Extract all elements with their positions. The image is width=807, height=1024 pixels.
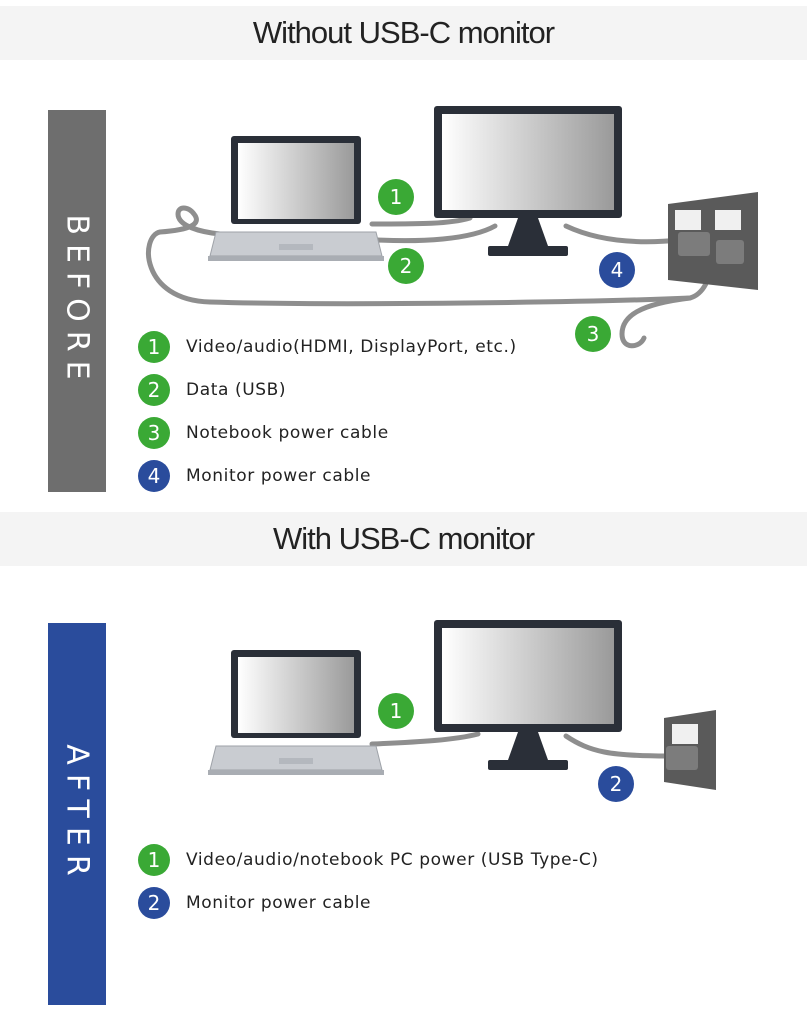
- svg-text:4: 4: [611, 258, 624, 282]
- before-title: Without USB-C monitor: [252, 15, 555, 50]
- cable-loop: [619, 295, 693, 349]
- cable-usb-c: [369, 731, 481, 747]
- legend-badge: 3: [138, 416, 170, 449]
- after-side-bar: AFTER: [48, 623, 106, 1005]
- svg-text:1: 1: [390, 699, 403, 723]
- cable-data: [375, 223, 498, 244]
- legend-label: Data (USB): [186, 379, 287, 400]
- legend-label: Video/audio(HDMI, DisplayPort, etc.): [186, 336, 517, 357]
- svg-text:2: 2: [610, 772, 623, 796]
- legend-item: 1 Video/audio/notebook PC power (USB Typ…: [138, 838, 599, 881]
- after-wall-outlet: [664, 710, 716, 790]
- legend-item: 3 Notebook power cable: [138, 411, 517, 454]
- before-monitor: [434, 106, 622, 256]
- legend-item: 1 Video/audio(HDMI, DisplayPort, etc.): [138, 325, 517, 368]
- cable-notebook-power: [146, 205, 715, 307]
- legend-item: 2 Monitor power cable: [138, 881, 599, 924]
- after-legend: 1 Video/audio/notebook PC power (USB Typ…: [138, 838, 599, 924]
- callout-3: 3: [575, 316, 611, 352]
- legend-badge: 2: [138, 373, 170, 406]
- callout-1: 1: [378, 693, 414, 729]
- svg-text:3: 3: [587, 322, 600, 346]
- before-side-bar: BEFORE: [48, 110, 106, 492]
- after-cables: [369, 731, 671, 759]
- before-laptop: [208, 136, 384, 261]
- svg-text:1: 1: [390, 185, 403, 209]
- before-diagram: 1 2 3 4: [146, 106, 758, 352]
- legend-badge: 1: [138, 330, 170, 363]
- callout-2: 2: [598, 766, 634, 802]
- after-monitor: [434, 620, 622, 770]
- after-title: With USB-C monitor: [272, 521, 535, 556]
- legend-label: Monitor power cable: [186, 892, 372, 913]
- callout-1: 1: [378, 179, 414, 215]
- after-laptop: [208, 650, 384, 775]
- before-cables: [146, 205, 715, 349]
- legend-badge: 2: [138, 886, 170, 919]
- legend-item: 2 Data (USB): [138, 368, 517, 411]
- legend-badge: 1: [138, 843, 170, 876]
- legend-badge: 4: [138, 459, 170, 492]
- before-legend: 1 Video/audio(HDMI, DisplayPort, etc.) 2…: [138, 325, 517, 497]
- svg-text:2: 2: [400, 254, 413, 278]
- callout-4: 4: [599, 252, 635, 288]
- before-wall-outlet: [668, 192, 758, 290]
- callout-2: 2: [388, 248, 424, 284]
- legend-label: Notebook power cable: [186, 422, 389, 443]
- after-title-band: With USB-C monitor: [0, 512, 807, 566]
- cable-monitor-power: [563, 223, 683, 245]
- legend-label: Monitor power cable: [186, 465, 372, 486]
- legend-label: Video/audio/notebook PC power (USB Type-…: [186, 849, 599, 870]
- cable-monitor-power: [563, 733, 671, 759]
- before-title-band: Without USB-C monitor: [0, 6, 807, 60]
- cable-video: [369, 215, 473, 227]
- after-diagram: 1 2: [208, 620, 716, 802]
- legend-item: 4 Monitor power cable: [138, 454, 517, 497]
